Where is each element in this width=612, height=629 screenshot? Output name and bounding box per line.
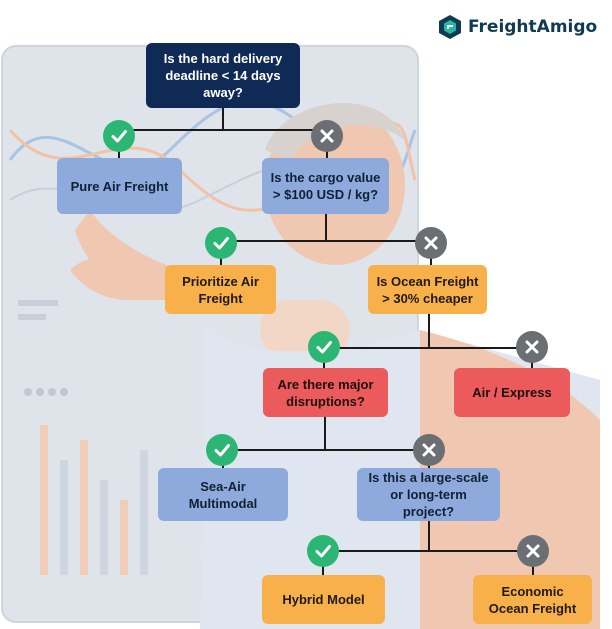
cross-icon [517,535,549,567]
connector [428,521,430,551]
check-icon [308,331,340,363]
result-hybrid-model: Hybrid Model [262,575,385,624]
cross-icon [413,434,445,466]
brand-name: FreightAmigo [468,17,598,37]
result-pure-air-freight: Pure Air Freight [57,158,182,214]
connector [324,417,326,450]
logo-mark-icon [439,15,461,39]
result-prioritize-air-freight: Prioritize Air Freight [165,265,276,314]
check-icon [205,227,237,259]
cross-icon [516,331,548,363]
check-icon [307,535,339,567]
question-cargo-value: Is the cargo value > $100 USD / kg? [262,158,389,214]
connector [323,347,533,349]
connector [118,129,328,131]
check-icon [206,434,238,466]
connector [428,314,430,348]
question-delivery-deadline: Is the hard delivery deadline < 14 days … [146,43,300,108]
question-major-disruptions: Are there major disruptions? [263,368,388,417]
cross-icon [415,227,447,259]
freightamigo-logo: FreightAmigo [438,10,598,44]
check-icon [103,120,135,152]
cross-icon [311,120,343,152]
result-air-express: Air / Express [454,368,570,417]
connector [220,240,432,242]
connector [222,449,430,451]
question-large-scale-project: Is this a large-scale or long-term proje… [357,468,500,521]
connector [325,214,327,241]
connector [322,550,534,552]
result-economic-ocean-freight: Economic Ocean Freight [473,575,592,624]
connector [222,108,224,130]
result-sea-air-multimodal: Sea-Air Multimodal [158,468,288,521]
question-ocean-freight-cheaper: Is Ocean Freight > 30% cheaper [368,265,487,314]
